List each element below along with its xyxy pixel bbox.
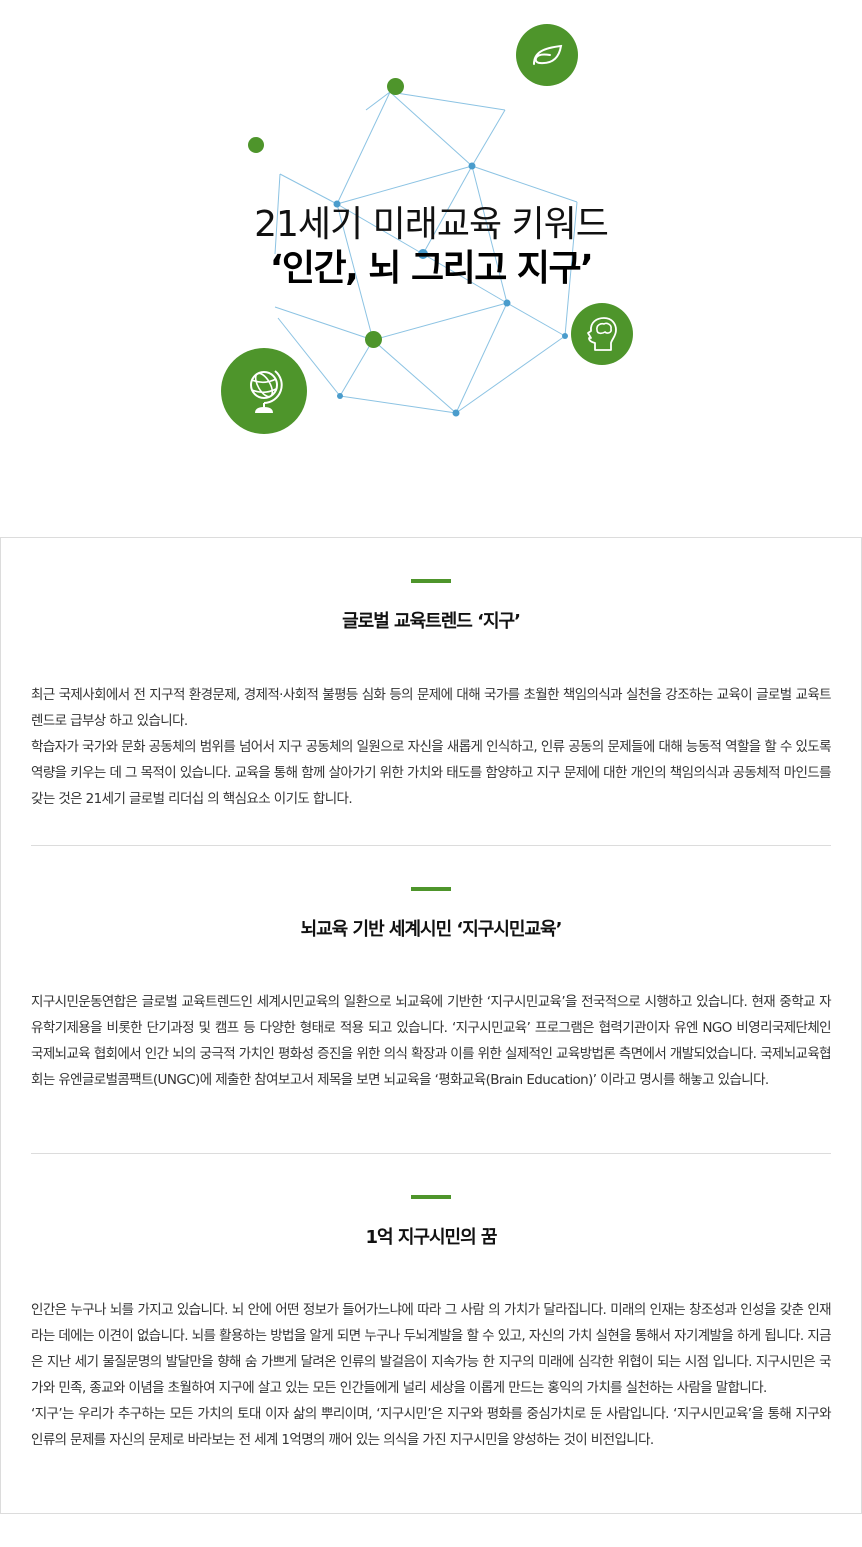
paragraph: ‘지구’는 우리가 추구하는 모든 가치의 토대 이자 삶의 뿌리이며, ‘지구… — [31, 1406, 832, 1448]
leaf-icon-badge — [516, 24, 578, 86]
section-accent-bar — [411, 579, 451, 583]
paragraph: 학습자가 국가와 문화 공동체의 범위를 넘어서 지구 공동체의 일원으로 자신… — [31, 739, 832, 807]
content-box: 글로벌 교육트렌드 ‘지구’ 최근 국제사회에서 전 지구적 환경문제, 경제적… — [0, 537, 862, 1514]
globe-icon-badge — [221, 348, 307, 434]
section-divider — [31, 845, 831, 846]
green-node-dot — [248, 137, 264, 153]
section-title: 글로벌 교육트렌드 ‘지구’ — [342, 611, 521, 632]
section-body: 최근 국제사회에서 전 지구적 환경문제, 경제적·사회적 불평등 심화 등의 … — [31, 682, 832, 812]
paragraph: 최근 국제사회에서 전 지구적 환경문제, 경제적·사회적 불평등 심화 등의 … — [31, 687, 832, 729]
section-accent-bar — [411, 887, 451, 891]
brain-head-icon-badge — [571, 303, 633, 365]
section-title: 1억 지구시민의 꿈 — [365, 1227, 498, 1248]
globe-icon — [250, 370, 283, 413]
hero-title-line2: ‘인간, 뇌 그리고 지구’ — [269, 248, 594, 289]
leaf-icon — [533, 44, 563, 65]
section-body: 인간은 누구나 뇌를 가지고 있습니다. 뇌 안에 어떤 정보가 들어가느냐에 … — [31, 1297, 832, 1453]
hero-banner: 21세기 미래교육 키워드 ‘인간, 뇌 그리고 지구’ — [0, 0, 862, 520]
paragraph: 인간은 누구나 뇌를 가지고 있습니다. 뇌 안에 어떤 정보가 들어가느냐에 … — [31, 1302, 832, 1396]
paragraph: 지구시민운동연합은 글로벌 교육트렌드인 세계시민교육의 일환으로 뇌교육에 기… — [31, 994, 832, 1088]
section-title: 뇌교육 기반 세계시민 ‘지구시민교육’ — [300, 919, 563, 940]
section-divider — [31, 1153, 831, 1154]
hero-title: 21세기 미래교육 키워드 ‘인간, 뇌 그리고 지구’ — [0, 203, 862, 291]
green-node-dot — [387, 78, 404, 95]
brain-head-icon — [587, 317, 617, 351]
network-graph-illustration — [274, 91, 578, 417]
section-body: 지구시민운동연합은 글로벌 교육트렌드인 세계시민교육의 일환으로 뇌교육에 기… — [31, 989, 832, 1093]
section-accent-bar — [411, 1195, 451, 1199]
hero-title-line1: 21세기 미래교육 키워드 — [254, 204, 609, 245]
green-node-dot — [365, 331, 382, 348]
